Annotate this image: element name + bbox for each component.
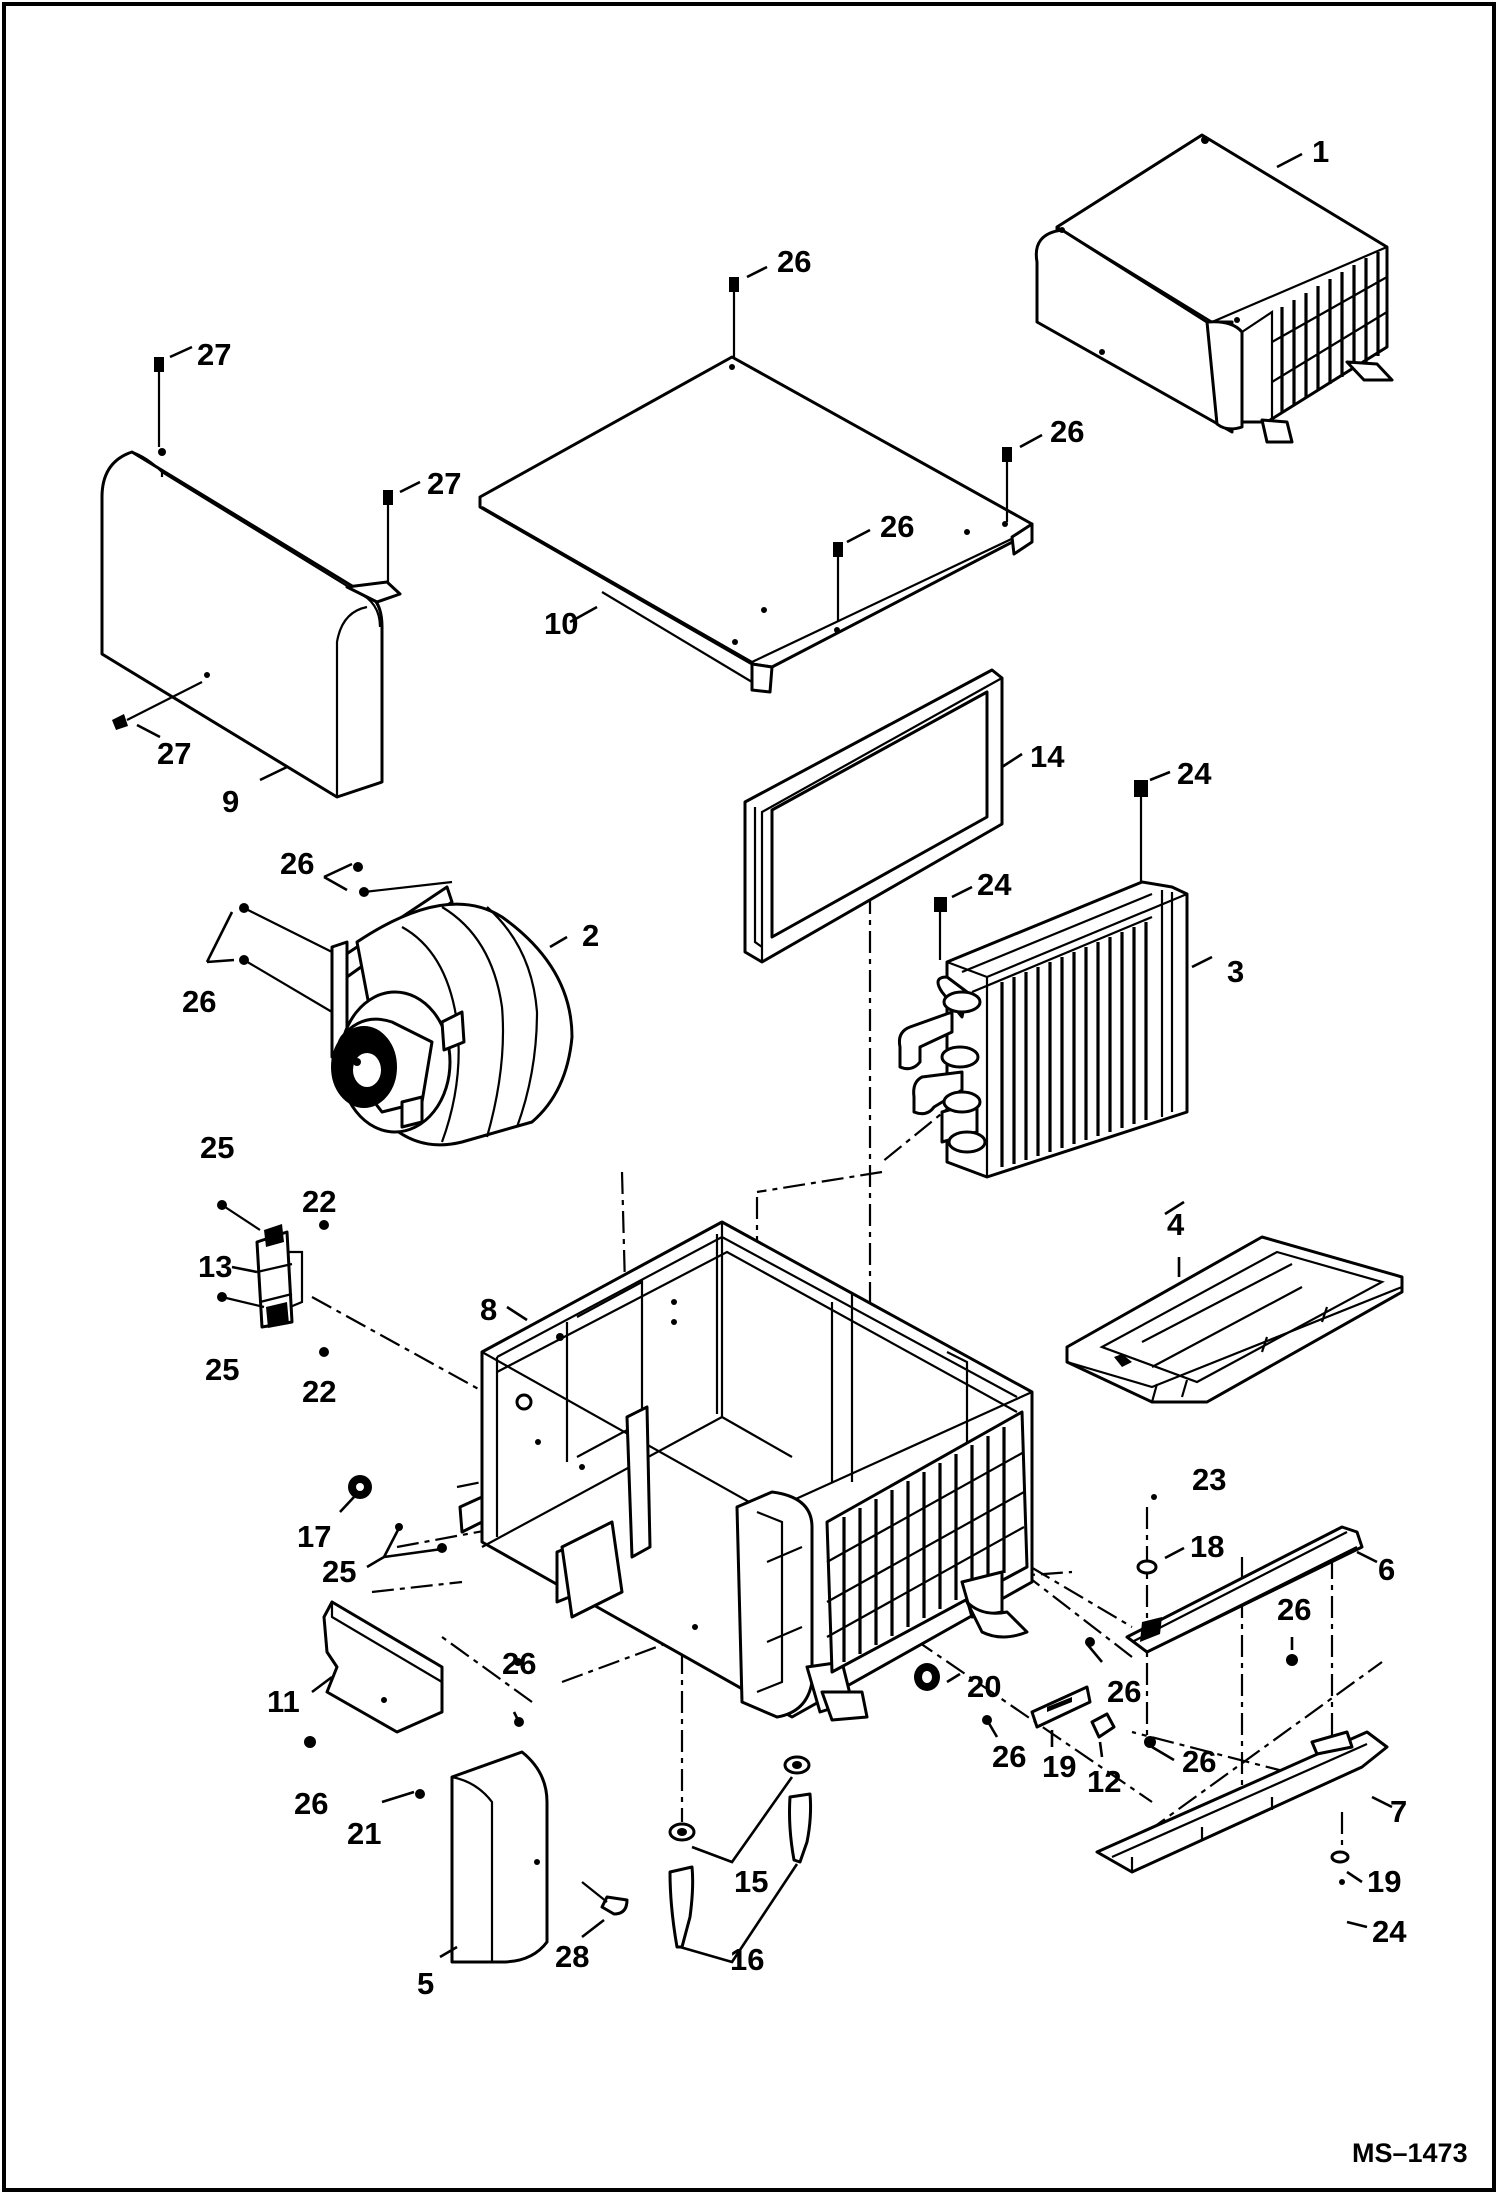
heater-core	[898, 880, 1189, 1179]
callout-12: 12	[1087, 1764, 1121, 1799]
screws	[112, 277, 1345, 1885]
callout-26b: 26	[1050, 414, 1084, 449]
callout-25b: 25	[205, 1352, 239, 1387]
callout-26e: 26	[182, 984, 216, 1019]
callout-13: 13	[198, 1249, 232, 1284]
callout-21: 21	[347, 1816, 381, 1851]
callout-17: 17	[297, 1519, 331, 1554]
callout-11: 11	[267, 1684, 300, 1719]
filter	[743, 668, 1004, 964]
callout-26h: 26	[1277, 1592, 1311, 1627]
callout-5: 5	[417, 1966, 434, 2001]
callout-8: 8	[480, 1292, 497, 1327]
callout-3: 3	[1227, 954, 1244, 989]
bracket-rail	[1125, 1525, 1364, 1654]
drawing-reference: MS–1473	[1352, 2138, 1468, 2168]
callout-26d: 26	[280, 846, 314, 881]
callout-27c: 27	[157, 736, 191, 771]
drain-parts	[668, 1755, 813, 1949]
callout-25c: 25	[322, 1554, 356, 1589]
callout-4: 4	[1167, 1207, 1185, 1242]
callout-26k: 26	[1182, 1744, 1216, 1779]
callout-10: 10	[544, 606, 578, 641]
tray	[1065, 1235, 1404, 1404]
bottom-rail	[1095, 1730, 1389, 1874]
callout-24c: 24	[1372, 1914, 1407, 1949]
callout-26a: 26	[777, 244, 811, 279]
callout-9: 9	[222, 784, 239, 819]
blower	[330, 885, 574, 1147]
callout-1: 1	[1312, 134, 1329, 169]
callout-26i: 26	[1107, 1674, 1141, 1709]
callout-26c: 26	[880, 509, 914, 544]
callout-28: 28	[555, 1939, 589, 1974]
small-hardware	[348, 1475, 1350, 1864]
callout-27b: 27	[427, 466, 461, 501]
callout-26f: 26	[502, 1646, 536, 1681]
callout-6: 6	[1378, 1552, 1395, 1587]
callout-15: 15	[734, 1864, 768, 1899]
side-cover	[100, 448, 402, 799]
assembled-unit	[1034, 133, 1394, 444]
curved-guard	[450, 1750, 549, 1964]
callout-24b: 24	[977, 867, 1012, 902]
main-housing	[458, 1220, 1034, 1722]
callout-26j: 26	[992, 1739, 1026, 1774]
callout-26g: 26	[294, 1786, 328, 1821]
callout-2: 2	[582, 918, 599, 953]
callouts: 1 2 3 4 5 6 7 8 9 10 11 12 13 14 15 16 1…	[157, 134, 1407, 2001]
callout-27a: 27	[197, 337, 231, 372]
callout-20: 20	[967, 1669, 1001, 1704]
callout-25a: 25	[200, 1130, 234, 1165]
clip	[581, 1881, 629, 1916]
callout-14: 14	[1030, 739, 1065, 774]
cover-plate	[322, 1600, 444, 1734]
callout-24a: 24	[1177, 756, 1212, 791]
relay-switch	[255, 1224, 304, 1329]
leader-lines	[136, 152, 1393, 1964]
callout-23: 23	[1192, 1462, 1226, 1497]
callout-18: 18	[1190, 1529, 1224, 1564]
top-panel	[478, 355, 1034, 694]
callout-7: 7	[1390, 1794, 1407, 1829]
callout-16: 16	[730, 1942, 764, 1977]
callout-19b: 19	[1367, 1864, 1401, 1899]
callout-22b: 22	[302, 1374, 336, 1409]
callout-19a: 19	[1042, 1749, 1076, 1784]
callout-22a: 22	[302, 1184, 336, 1219]
